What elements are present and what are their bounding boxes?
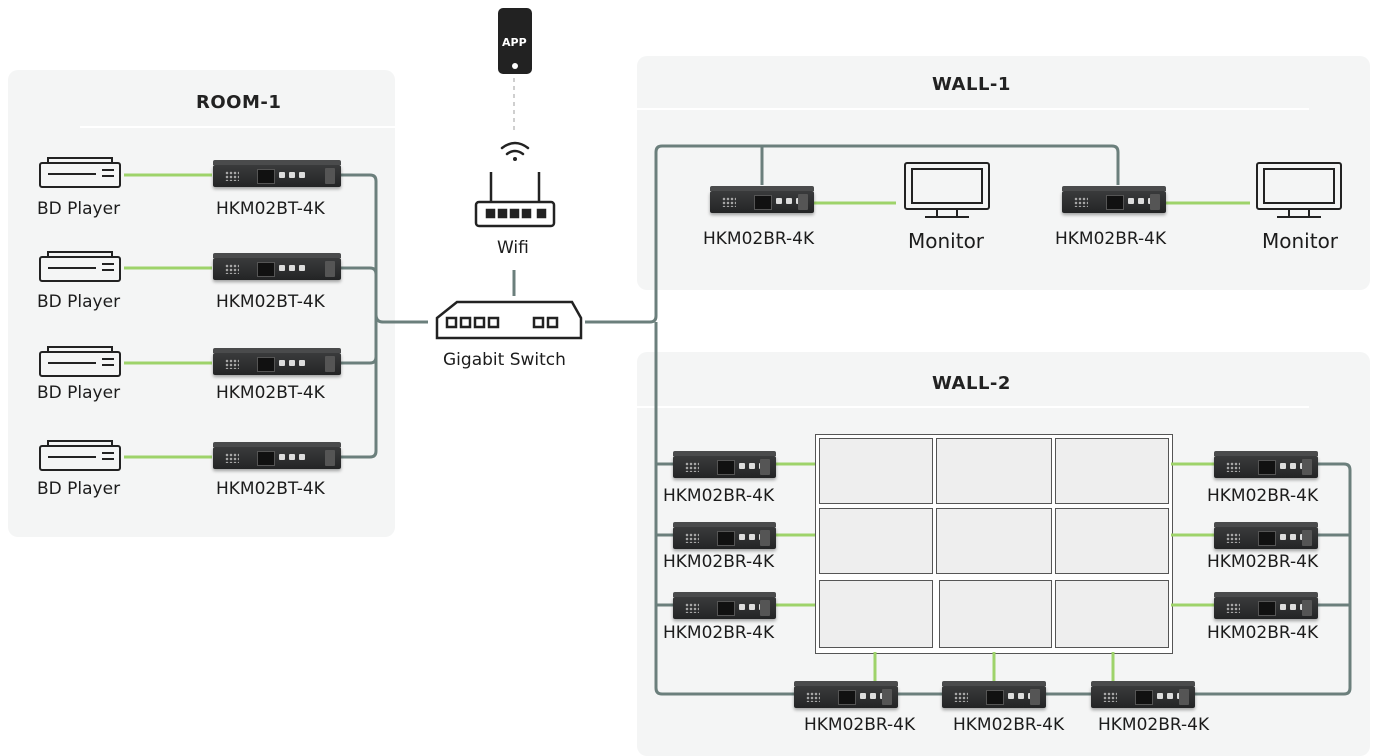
transmitter-device <box>213 442 341 469</box>
wall2-title: WALL-2 <box>932 373 1011 394</box>
bd-player-label: BD Player <box>37 479 121 499</box>
wall1-title: WALL-1 <box>932 74 1011 95</box>
switch-label: Gigabit Switch <box>443 350 566 370</box>
transmitter-label: HKM02BT-4K <box>216 199 325 219</box>
bd-player-label: BD Player <box>37 292 121 312</box>
transmitter-label: HKM02BT-4K <box>216 479 325 499</box>
receiver-device <box>1214 522 1318 549</box>
switch-icon <box>435 300 583 340</box>
wall-screen-9 <box>1055 580 1169 648</box>
bd-player-label: BD Player <box>37 383 121 403</box>
receiver-device <box>1091 681 1195 708</box>
receiver-label: HKM02BR-4K <box>663 552 775 572</box>
receiver-label: HKM02BR-4K <box>1055 229 1167 249</box>
wall-screen-3 <box>1055 438 1169 504</box>
receiver-device <box>1214 592 1318 619</box>
bd-player-icon <box>39 440 121 471</box>
smartphone-icon <box>498 8 532 74</box>
transmitter-device <box>213 348 341 375</box>
bd-player-label: BD Player <box>37 199 121 219</box>
wall-screen-4 <box>819 508 933 574</box>
bd-player-icon <box>39 251 121 282</box>
receiver-label: HKM02BR-4K <box>703 229 815 249</box>
receiver-label: HKM02BR-4K <box>1098 715 1210 735</box>
wall-screen-1 <box>819 438 933 504</box>
receiver-device <box>1062 186 1166 213</box>
transmitter-label: HKM02BT-4K <box>216 292 325 312</box>
receiver-label: HKM02BR-4K <box>663 623 775 643</box>
wall-screen-2 <box>936 438 1052 504</box>
receiver-label: HKM02BR-4K <box>953 715 1065 735</box>
receiver-label: HKM02BR-4K <box>663 486 775 506</box>
monitor-icon <box>1256 162 1342 218</box>
wall-screen-5 <box>936 508 1052 574</box>
green-links <box>124 173 1250 684</box>
bd-player-icons <box>39 157 121 471</box>
transmitter-device <box>213 253 341 280</box>
receiver-device <box>673 522 776 549</box>
receiver-device <box>673 592 776 619</box>
receiver-label: HKM02BR-4K <box>1207 486 1319 506</box>
bd-player-icon <box>39 346 121 377</box>
app-label: APP <box>502 36 527 49</box>
bd-player-icon <box>39 157 121 188</box>
receiver-label: HKM02BR-4K <box>1207 623 1319 643</box>
wall2-divider <box>637 406 1309 408</box>
monitor-icon <box>904 162 990 218</box>
wall1-panel <box>637 56 1370 290</box>
receiver-label: HKM02BR-4K <box>1207 552 1319 572</box>
receiver-device <box>673 451 776 478</box>
wall-screen-8 <box>939 580 1052 648</box>
receiver-device <box>942 681 1046 708</box>
receiver-device <box>710 186 814 213</box>
router-icon <box>474 172 556 228</box>
receiver-label: HKM02BR-4K <box>804 715 916 735</box>
room1-divider <box>80 126 395 128</box>
wall-screen-7 <box>819 580 933 648</box>
network-lines <box>341 144 1352 696</box>
receiver-device <box>794 681 898 708</box>
wall-screen-6 <box>1055 508 1169 574</box>
monitor-label: Monitor <box>908 229 985 253</box>
monitor-label: Monitor <box>1262 229 1339 253</box>
wifi-label: Wifi <box>497 238 529 258</box>
receiver-device <box>1214 451 1318 478</box>
transmitter-label: HKM02BT-4K <box>216 383 325 403</box>
transmitter-device <box>213 160 341 187</box>
room1-title: ROOM-1 <box>196 92 282 113</box>
wifi-icon <box>500 141 530 161</box>
monitor-icons <box>904 162 1342 218</box>
wall1-divider <box>637 108 1309 110</box>
